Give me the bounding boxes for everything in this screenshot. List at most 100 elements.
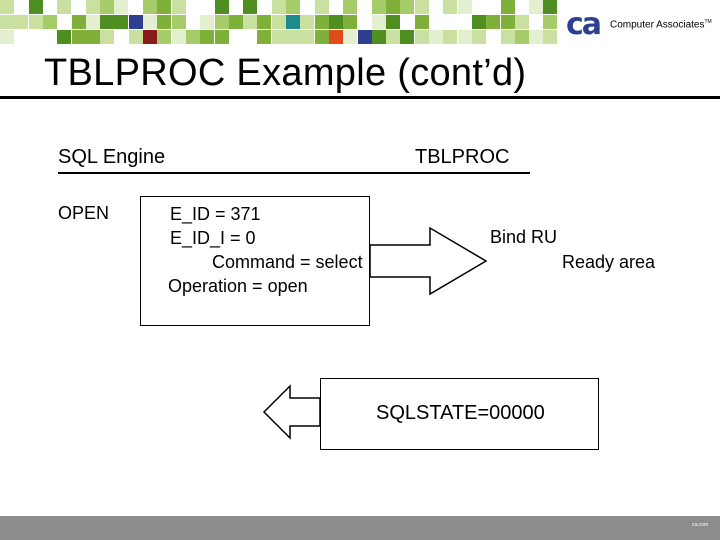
mosaic-tile bbox=[400, 30, 415, 44]
mosaic-tile bbox=[143, 15, 157, 29]
mosaic-tile bbox=[171, 0, 186, 14]
mosaic-tile bbox=[143, 0, 157, 14]
mosaic-tile bbox=[114, 15, 129, 29]
request-line-eidi: E_ID_I = 0 bbox=[170, 228, 256, 248]
mosaic-tile bbox=[514, 15, 529, 29]
mosaic-tile bbox=[314, 15, 329, 29]
mosaic-tile bbox=[0, 15, 14, 29]
mosaic-tile bbox=[57, 0, 72, 14]
processing-line-ready-area: Ready area bbox=[562, 252, 656, 272]
column-header-sql-engine: SQL Engine bbox=[58, 146, 166, 168]
mosaic-tile bbox=[28, 0, 43, 14]
title-divider bbox=[0, 96, 720, 99]
mosaic-tile bbox=[14, 15, 29, 29]
response-arrow bbox=[262, 384, 321, 440]
mosaic-tile bbox=[85, 0, 100, 14]
request-line-eid: E_ID = 371 bbox=[170, 204, 261, 224]
mosaic-tile bbox=[243, 15, 258, 29]
mosaic-tile bbox=[486, 15, 501, 29]
mosaic-tile bbox=[386, 30, 401, 44]
mosaic-tile bbox=[286, 30, 300, 44]
mosaic-tile bbox=[543, 0, 558, 14]
mosaic-tile bbox=[200, 15, 215, 29]
mosaic-tile bbox=[143, 30, 157, 44]
mosaic-tile bbox=[85, 30, 100, 44]
mosaic-tile bbox=[214, 30, 229, 44]
mosaic-tile bbox=[214, 0, 229, 14]
mosaic-tile bbox=[300, 15, 315, 29]
mosaic-tile bbox=[328, 30, 343, 44]
mosaic-tile bbox=[0, 30, 14, 44]
mosaic-tile bbox=[529, 0, 544, 14]
request-line-command: Command = select bbox=[212, 252, 363, 272]
mosaic-tile bbox=[42, 15, 57, 29]
mosaic-tile bbox=[243, 0, 258, 14]
mosaic-tile bbox=[286, 0, 300, 14]
mosaic-tile bbox=[157, 0, 172, 14]
mosaic-tile bbox=[100, 30, 115, 44]
mosaic-tile bbox=[514, 30, 529, 44]
mosaic-tile bbox=[128, 30, 143, 44]
mosaic-tile bbox=[128, 15, 143, 29]
mosaic-tile bbox=[71, 15, 86, 29]
mosaic-tile bbox=[214, 15, 229, 29]
ca-logo-mark: ca bbox=[566, 7, 602, 42]
mosaic-tile bbox=[429, 30, 443, 44]
company-logo: ca Computer AssociatesTM bbox=[566, 6, 716, 46]
company-name-text: Computer Associates bbox=[610, 19, 705, 31]
mosaic-tile bbox=[543, 30, 558, 44]
mosaic-tile bbox=[28, 15, 43, 29]
mosaic-tile bbox=[228, 15, 243, 29]
sqlstate-response: SQLSTATE=00000 bbox=[376, 402, 545, 424]
mosaic-tile bbox=[114, 0, 129, 14]
footer-code: ca.com bbox=[691, 522, 708, 528]
mosaic-tile bbox=[257, 30, 272, 44]
mosaic-tile bbox=[386, 0, 401, 14]
mosaic-tile bbox=[286, 15, 300, 29]
slide-title: TBLPROC Example (cont’d) bbox=[44, 52, 527, 94]
mosaic-tile bbox=[57, 30, 72, 44]
mosaic-tile bbox=[343, 30, 358, 44]
mosaic-tile bbox=[328, 15, 343, 29]
mosaic-tile bbox=[529, 30, 544, 44]
mosaic-tile bbox=[185, 30, 200, 44]
mosaic-tile bbox=[100, 0, 115, 14]
mosaic-tile bbox=[100, 15, 115, 29]
mosaic-tile bbox=[471, 15, 486, 29]
mosaic-tile bbox=[271, 30, 286, 44]
mosaic-tile bbox=[157, 15, 172, 29]
mosaic-tile bbox=[171, 30, 186, 44]
column-header-underline bbox=[58, 172, 530, 174]
footer-bar: ca.com bbox=[0, 516, 720, 540]
request-box bbox=[140, 196, 370, 326]
mosaic-tile bbox=[0, 0, 14, 14]
mosaic-tile bbox=[314, 30, 329, 44]
open-trigger-label: OPEN bbox=[58, 203, 110, 223]
mosaic-tile bbox=[314, 0, 329, 14]
mosaic-tile bbox=[343, 15, 358, 29]
mosaic-tile bbox=[386, 15, 401, 29]
mosaic-tile bbox=[71, 30, 86, 44]
request-arrow bbox=[369, 226, 488, 296]
mosaic-tile bbox=[257, 15, 272, 29]
mosaic-tile bbox=[500, 30, 515, 44]
mosaic-tile bbox=[500, 0, 515, 14]
mosaic-tile bbox=[271, 0, 286, 14]
mosaic-tile bbox=[471, 30, 486, 44]
mosaic-tile bbox=[157, 30, 172, 44]
column-header-tblproc: TBLPROC bbox=[415, 146, 510, 168]
mosaic-tile bbox=[414, 0, 429, 14]
mosaic-tile bbox=[414, 15, 429, 29]
mosaic-tile bbox=[85, 15, 100, 29]
mosaic-tile bbox=[371, 15, 386, 29]
response-box bbox=[320, 378, 599, 450]
mosaic-tile bbox=[500, 15, 515, 29]
mosaic-tile bbox=[543, 15, 558, 29]
mosaic-tile bbox=[271, 15, 286, 29]
processing-line-bind-ru: Bind RU bbox=[490, 227, 558, 247]
mosaic-tile bbox=[357, 30, 372, 44]
mosaic-tile bbox=[200, 30, 215, 44]
mosaic-tile bbox=[371, 30, 386, 44]
mosaic-tile bbox=[400, 0, 415, 14]
mosaic-tile bbox=[414, 30, 429, 44]
